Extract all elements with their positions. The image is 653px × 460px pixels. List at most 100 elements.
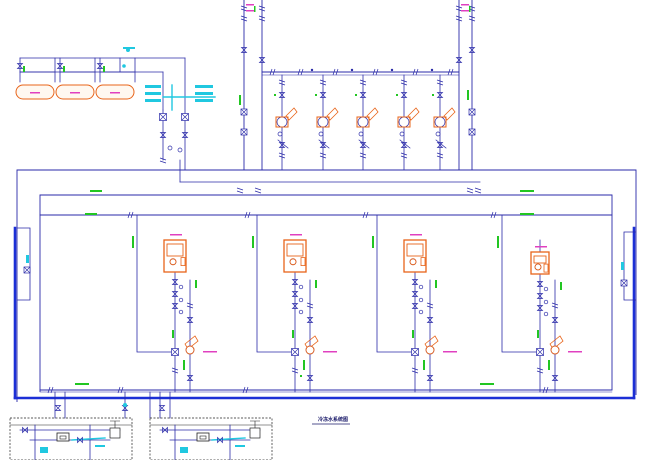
chiller-box-icon-1: [300, 257, 306, 267]
cyan-label-f: [195, 99, 213, 102]
loop-green-label-right: [520, 190, 534, 192]
chiller-green-label-mid-2: [412, 330, 414, 338]
right-cyan-label: [621, 262, 624, 270]
riser-flex-icon-1: [240, 15, 248, 22]
subsystem-right-cyan-label-2: [235, 445, 245, 447]
chiller-branch-left-2: [376, 215, 415, 353]
tank-filter-icon-1-cross: [159, 113, 167, 121]
tank-valve-icon-0: [16, 63, 24, 69]
pump-green-label-0: [274, 94, 276, 96]
riser-green-label-r: [467, 90, 469, 100]
outer-loop-pipe: [16, 169, 637, 402]
tank-valve-icon-1: [56, 63, 64, 69]
chiller-green-label-r-0: [195, 280, 197, 288]
chiller-panel-icon-0: [166, 243, 184, 257]
subsystem-right-valve-1: [162, 426, 168, 434]
riser-filter-icon-right-cross: [468, 108, 476, 116]
riser-flex-icon-2: [258, 5, 266, 12]
chiller-compressor-ring-3: [534, 263, 542, 271]
tank-magenta-label-0: [30, 92, 40, 94]
bottom-green-label-3: [300, 375, 302, 377]
header-dot-2: [390, 68, 394, 72]
header-flex-icon-5: [447, 68, 454, 76]
pump-motor-icon-0: [285, 107, 298, 121]
chiller-pump-magenta-label-1: [323, 351, 337, 353]
header-flex-3: [362, 211, 369, 219]
chiller-box-icon-2: [420, 257, 426, 267]
bottom-green-label-2: [480, 383, 494, 385]
chiller-flex-sec-0: [186, 302, 194, 309]
chiller-gauge-0-1: [178, 297, 184, 303]
loop-green-label-left: [90, 190, 102, 192]
chiller-flex-lower-1: [291, 367, 299, 374]
chiller-pump-ring-1: [305, 345, 315, 355]
header-dot-0: [310, 68, 314, 72]
pump-valve-bottom-1: [319, 142, 327, 148]
pump-flex-top-3: [400, 79, 408, 86]
header-flex-1: [127, 211, 134, 219]
pump-housing-icon-4: [433, 116, 447, 128]
pump-housing-icon-3: [397, 116, 411, 128]
chiller-green-label-mid-3: [537, 330, 539, 338]
chiller-panel-icon-1: [286, 243, 304, 257]
subsystem-left-valve-2: [77, 436, 83, 444]
subsystem-left-device-icon: [109, 427, 121, 439]
bottom-flex-4: [542, 386, 549, 394]
pump-housing-icon-0: [275, 116, 289, 128]
pump-flex-bottom-1: [319, 152, 327, 159]
pump-flex-top-0: [278, 79, 286, 86]
chiller-green-label-low-0: [183, 360, 185, 370]
chiller-valve-2-2: [411, 303, 419, 309]
riser-green-label-l: [239, 95, 241, 105]
tank-green-label-1: [63, 66, 65, 72]
chiller-filter-icon-3-cross: [536, 348, 544, 356]
chiller-filter-icon-1-cross: [291, 348, 299, 356]
pump-gauge-icon-1: [318, 131, 324, 137]
chiller-green-label-r-3: [560, 282, 562, 290]
chiller-green-label-r-1: [315, 280, 317, 288]
chiller-green-label-low-3: [548, 360, 550, 370]
chiller-branch-left-0: [136, 215, 175, 353]
tank-valve-lower-2: [181, 132, 189, 138]
chiller-box-icon-0: [180, 257, 186, 267]
chiller-box-icon-3: [543, 263, 549, 273]
crossover-flex-icon-2: [466, 187, 474, 194]
cyan-label-c: [145, 99, 161, 102]
riser-valve-icon-2: [455, 57, 463, 63]
chiller-branch-left-3: [501, 215, 540, 353]
chiller-gauge-1-2: [298, 309, 304, 315]
pump-flex-top-1: [319, 79, 327, 86]
top-magenta-label-b-1: [461, 10, 469, 12]
chiller-flex-sec-1: [306, 302, 314, 309]
chiller-magenta-label-2: [410, 234, 422, 236]
pump-motor-icon-3: [407, 107, 420, 121]
pump-green-label-1: [315, 94, 317, 96]
riser-flex-icon-3: [258, 15, 266, 22]
chiller-valve-lower-1: [306, 375, 314, 381]
subsystem-left-unit-icon: [56, 432, 70, 442]
subsystem-left-cyan-label-2: [95, 445, 105, 447]
header-flex-4: [490, 211, 497, 219]
label-layer: [23, 4, 624, 453]
cyan-label-d: [195, 85, 213, 88]
pump-flex-bottom-3: [400, 152, 408, 159]
chiller-compressor-ring-1: [289, 258, 297, 266]
riser-flex-icon-7: [468, 15, 476, 22]
tank-filter-icon-2-cross: [181, 113, 189, 121]
subsystem-right-device-top: [250, 420, 260, 428]
pump-flex-bottom-0: [278, 152, 286, 159]
riser-valve-icon-0: [240, 47, 248, 53]
pump-icon-2: [357, 116, 369, 128]
pump-icon-0: [276, 116, 288, 128]
chiller-compressor-ring-0: [169, 258, 177, 266]
riser-valve-icon-3: [468, 47, 476, 53]
tank-gauge-icon-2: [177, 147, 183, 153]
pump-valve-top-4: [436, 92, 444, 98]
tank-cyan-label-1: [123, 47, 135, 49]
chiller-flex-sec-2: [426, 302, 434, 309]
chiller-gauge-1-1: [298, 297, 304, 303]
chiller-valve-lower-2: [426, 375, 434, 381]
subsystem-feed-node: [123, 403, 127, 407]
chiller-flex-lower-2: [411, 367, 419, 374]
